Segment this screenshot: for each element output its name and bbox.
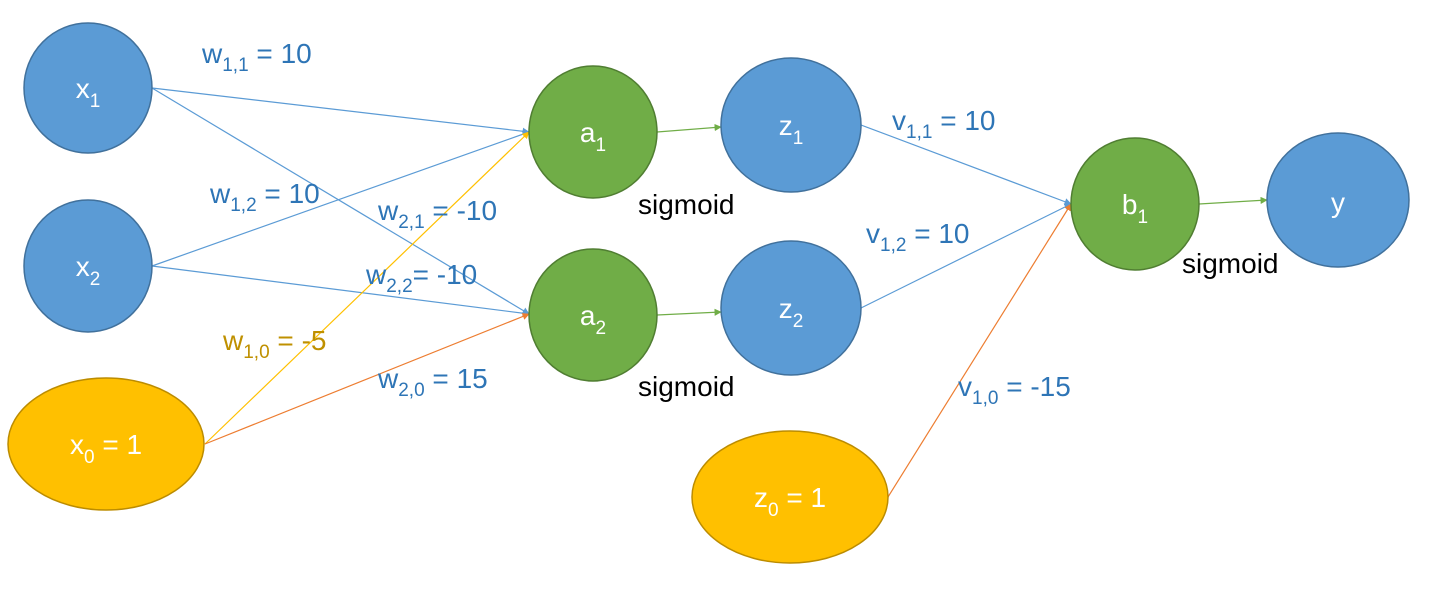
weight-label-v10: v1,0 = -15 [958, 371, 1071, 409]
activation-label-a2: sigmoid [638, 371, 734, 402]
node-b1: b1 [1070, 137, 1200, 271]
node-z0-bias: z0 = 1 [691, 430, 889, 564]
edge-x0-a2 [204, 313, 530, 445]
node-y-output: y [1266, 132, 1410, 268]
weight-label-v12: v1,2 = 10 [866, 218, 969, 256]
edge-x0-a1 [204, 131, 530, 445]
node-a1: a1 [528, 65, 658, 199]
weight-label-w20: w2,0 = 15 [377, 363, 488, 401]
weight-label-w22: w2,2= -10 [365, 259, 477, 297]
svg-text:x2: x2 [76, 251, 101, 290]
node-a2-sub: 2 [596, 318, 607, 339]
node-z2: z2 [720, 240, 862, 376]
node-x1-sub: 1 [90, 91, 101, 112]
node-z1: z1 [720, 57, 862, 193]
node-x1: x1 [23, 22, 153, 154]
node-a1-sub: 1 [596, 135, 607, 156]
edge-z2-b1 [860, 203, 1072, 309]
node-x0-sub: 0 [84, 447, 95, 468]
edge-a1-z1 [656, 123, 722, 133]
activation-label-a1: sigmoid [638, 189, 734, 220]
node-z1-sub: 1 [793, 128, 804, 149]
svg-text:x0 = 1: x0 = 1 [70, 429, 142, 468]
svg-text:z0 = 1: z0 = 1 [754, 482, 826, 521]
node-x0-bias: x0 = 1 [7, 377, 205, 511]
svg-text:z1: z1 [779, 110, 804, 149]
node-x1-base: x [76, 73, 90, 104]
node-b1-sub: 1 [1138, 207, 1149, 228]
edge-x2-a2 [151, 265, 530, 317]
edge-a2-z2 [656, 308, 722, 316]
edge-x1-a1 [151, 87, 530, 135]
edge-x1-a2 [151, 87, 530, 315]
svg-text:a2: a2 [580, 300, 606, 339]
node-z0-base: z [754, 482, 768, 513]
node-z2-sub: 2 [793, 311, 804, 332]
node-z0-sub: 0 [768, 500, 779, 521]
weight-label-v11: v1,1 = 10 [892, 105, 995, 143]
node-a2: a2 [528, 248, 658, 382]
weight-label-w11: w1,1 = 10 [201, 38, 312, 76]
svg-text:a1: a1 [580, 117, 606, 156]
weight-label-w10: w1,0 = -5 [222, 325, 326, 363]
node-x2: x2 [23, 199, 153, 333]
weight-label-w21: w2,1 = -10 [377, 195, 497, 233]
node-y-base: y [1331, 187, 1345, 218]
node-a1-base: a [580, 117, 596, 148]
svg-text:b1: b1 [1122, 189, 1148, 228]
edge-x2-a1 [151, 130, 530, 267]
svg-text:y: y [1331, 187, 1345, 218]
svg-text:z2: z2 [779, 293, 804, 332]
activation-label-b1: sigmoid [1182, 248, 1278, 279]
svg-text:x1: x1 [76, 73, 101, 112]
node-z0-suffix: = 1 [779, 482, 826, 513]
node-z2-base: z [779, 293, 793, 324]
node-x0-suffix: = 1 [95, 429, 142, 460]
node-z1-base: z [779, 110, 793, 141]
edges [151, 87, 1268, 498]
node-a2-base: a [580, 300, 596, 331]
node-b1-base: b [1122, 189, 1138, 220]
edge-z1-b1 [860, 124, 1072, 206]
node-x2-base: x [76, 251, 90, 282]
weight-label-w12: w1,2 = 10 [209, 178, 320, 216]
node-x2-sub: 2 [90, 269, 101, 290]
edge-z0-b1 [887, 203, 1072, 498]
node-x0-base: x [70, 429, 84, 460]
edge-b1-y [1198, 196, 1268, 205]
